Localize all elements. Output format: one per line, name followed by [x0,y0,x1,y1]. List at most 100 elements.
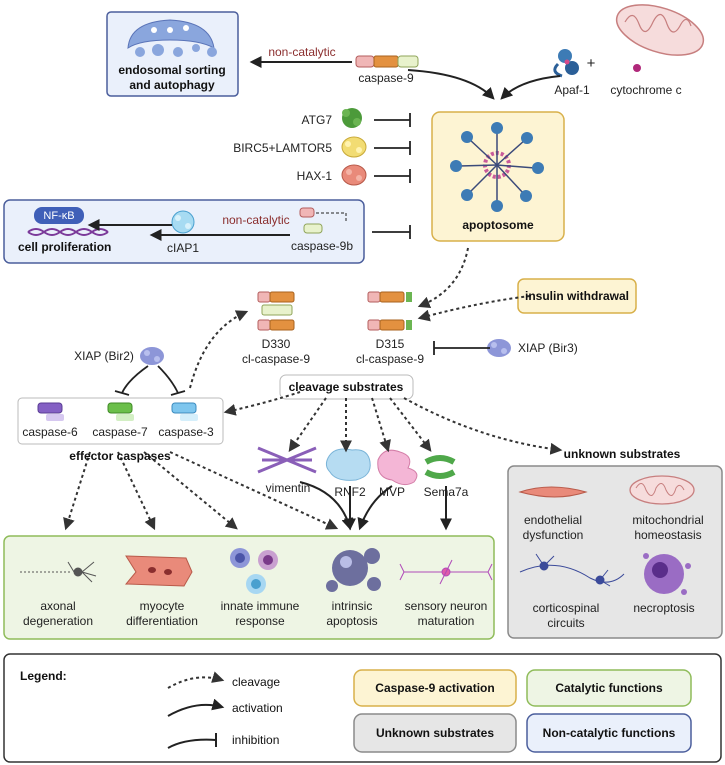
cytochrome-c-label: cytochrome c [610,83,681,97]
inhibition-lines [114,113,490,396]
myocyte-label-1: myocyte [140,599,185,613]
birc5-label: BIRC5+LAMTOR5 [233,141,332,155]
non-catalytic-mid-label: non-catalytic [222,213,289,227]
innate-label-1: innate immune [221,599,300,613]
mvp-icon [377,449,418,486]
legend-noncatalytic-box-label: Non-catalytic functions [543,726,676,740]
endothelial-icon [518,486,588,498]
d330-label-1: D330 [262,337,291,351]
rnf2-icon [325,448,371,481]
legend-title: Legend: [20,669,67,683]
corticospinal-icon [519,553,625,587]
caspase9-label: caspase-9 [358,71,414,85]
mitochondrion-small-icon [629,475,695,505]
xiap-bir3-label: XIAP (Bir3) [518,341,578,355]
caspase9-icon [355,55,419,68]
mito-label-2: homeostasis [634,528,701,542]
legend-inhibition-line [167,733,217,749]
intrinsic-label-2: apoptosis [326,614,377,628]
mitochondrion-icon [615,4,705,56]
sensory-neuron-icon [399,559,493,585]
d330-icon [257,291,295,331]
intrinsic-label-1: intrinsic [332,599,373,613]
caspase9b-label: caspase-9b [291,239,353,253]
mvp-label: MVP [379,485,405,499]
mito-label-1: mitochondrial [632,513,703,527]
legend-activation-box [353,669,517,707]
immune-cells-icon [230,548,278,594]
nfkb-label: NF-κB [43,210,74,222]
unknown-substrates-box [507,465,723,639]
non-catalytic-top-label: non-catalytic [268,45,335,59]
legend-catalytic-box-label: Catalytic functions [555,681,663,695]
legend-activation-box-label: Caspase-9 activation [375,681,494,695]
d315-label-2: cl-caspase-9 [356,352,424,366]
myocyte-icon [124,555,193,587]
ciap1-label: cIAP1 [167,241,199,255]
cytochrome-c-icon [633,64,641,72]
legend-catalytic-box [526,669,692,707]
sensory-label-2: maturation [418,614,475,628]
atg7-icon [342,108,362,128]
caspase6-icon [37,402,64,421]
caspase3-icon [171,402,198,421]
legend-inhibition-label: inhibition [232,733,279,747]
xiap-bir2-icon [140,347,164,365]
xiap-bir3-icon [487,339,511,357]
atg7-label: ATG7 [302,113,333,127]
endosomal-label-1: endosomal sorting [118,63,225,77]
hax1-label: HAX-1 [297,169,333,183]
apoptotic-cell-icon [326,548,381,592]
d330-label-2: cl-caspase-9 [242,352,310,366]
legend-cleavage-label: cleavage [232,675,280,689]
endosome-icon [127,19,217,57]
necroptotic-cell-icon [643,553,691,595]
sensory-label-1: sensory neuron [405,599,488,613]
axonal-label-2: degeneration [23,614,93,628]
d315-label-1: D315 [376,337,405,351]
endothelial-label-2: dysfunction [523,528,584,542]
cleavage-arrows [63,247,563,531]
nfkb-icon [27,207,109,236]
plus-label: + [587,55,596,72]
birc5-icon [341,136,367,158]
xiap-bir2-label: XIAP (Bir2) [74,349,134,363]
rnf2-label: RNF2 [334,485,366,499]
neuron-axon-icon [20,561,97,583]
necroptosis-label: necroptosis [633,601,694,615]
activation-arrows [87,56,561,241]
substrate-activation-arrows [299,481,452,531]
caspase9b-icon [299,207,347,234]
hax1-icon [341,164,367,186]
cell-proliferation-label: cell proliferation [18,240,111,254]
cleavage-substrates-label: cleavage substrates [289,380,404,394]
vimentin-label: vimentin [266,481,311,495]
effector-caspases-label: effector caspases [69,449,171,463]
caspase7-icon [107,402,134,421]
caspase7-label: caspase-7 [92,425,148,439]
unknown-substrates-label: unknown substrates [564,447,681,461]
caspase3-label: caspase-3 [158,425,214,439]
insulin-withdrawal-label: insulin withdrawal [525,289,629,303]
legend-noncatalytic-box [526,713,692,753]
legend-activation-label: activation [232,701,283,715]
ciap1-icon [171,210,195,234]
d315-icon [367,291,412,331]
insulin-withdrawal-box [517,278,637,314]
endothelial-label-1: endothelial [524,513,582,527]
myocyte-label-2: differentiation [126,614,198,628]
innate-label-2: response [235,614,285,628]
legend-unknown-box-label: Unknown substrates [376,726,494,740]
legend-activation-arrow [167,698,225,717]
cortico-label-2: circuits [547,616,584,630]
legend-unknown-box [353,713,517,753]
apoptosome-icon [450,122,544,212]
apaf1-label: Apaf-1 [554,83,590,97]
apoptosome-label: apoptosome [462,218,534,232]
vimentin-icon [257,446,317,474]
caspase6-label: caspase-6 [22,425,78,439]
endosomal-label-2: and autophagy [129,78,215,92]
apaf1-icon [553,49,579,78]
sema7a-label: Sema7a [424,485,469,499]
